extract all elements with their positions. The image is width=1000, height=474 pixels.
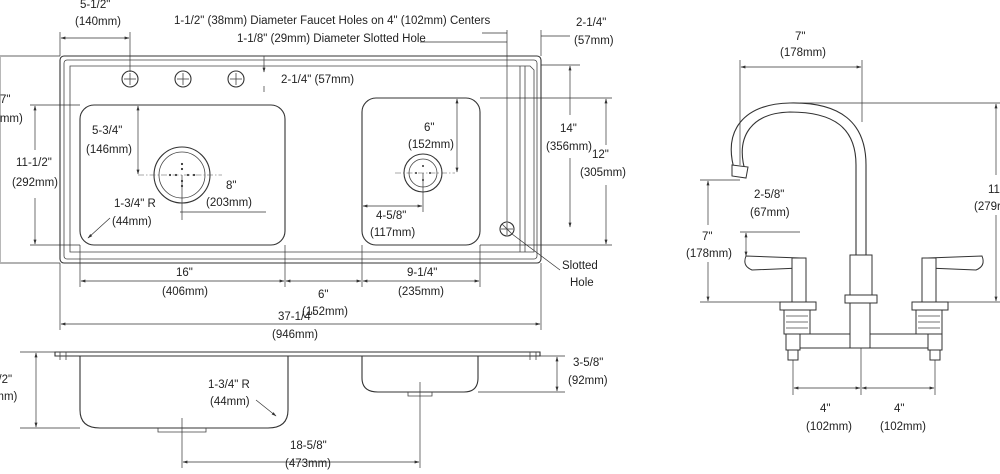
- center-left-mm: (102mm): [806, 421, 852, 433]
- right-drain-edge-dim: 4-5/8": [376, 210, 406, 222]
- front-depth-right-mm: (92mm): [568, 375, 608, 387]
- right-drain-offset-mm: (152mm): [408, 139, 454, 151]
- faucet-hole-right: [227, 70, 245, 88]
- front-radius-dim: 1-3/4" R: [208, 379, 250, 391]
- left-drain-offset-dim: 5-3/4": [92, 125, 122, 137]
- faucet-dimensions: 7" (178mm) 2-5/8" (67mm) 7" (178mm) 11 (…: [686, 31, 1000, 433]
- overall-height-mm: (279r: [974, 201, 1000, 213]
- corner-radius-mm: (44mm): [112, 216, 152, 228]
- bowl-gap-mm: (152mm): [302, 306, 348, 318]
- slotted-callout-1: Slotted: [562, 260, 598, 272]
- left-bowl-profile: [79, 356, 289, 429]
- overall-height-dim: 11: [988, 184, 1000, 196]
- right-edge-mm: (57mm): [574, 35, 614, 47]
- front-depth-left-mm: 5mm): [0, 391, 18, 403]
- handle-height-mm: (67mm): [750, 207, 790, 219]
- left-bowl: [79, 104, 286, 246]
- left-bowl-width-mm: (406mm): [162, 286, 208, 298]
- drain-spacing-mm: (473mm): [285, 458, 331, 470]
- left-bowl-width-dim: 16": [176, 267, 193, 279]
- sink-top-view: [59, 55, 542, 264]
- right-bowl: [361, 97, 481, 246]
- left-bowl-depth-mm: (292mm): [12, 177, 58, 189]
- bowl-gap-dim: 6": [318, 289, 328, 301]
- faucet-drawing: [730, 102, 984, 361]
- front-radius-mm: (44mm): [210, 396, 250, 408]
- faucet-hole-note: 1-1/2" (38mm) Diameter Faucet Holes on 4…: [174, 15, 490, 27]
- spout-height-mm: (178mm): [686, 248, 732, 260]
- slotted-callout-2: Hole: [570, 277, 594, 289]
- center-left-dim: 4": [820, 403, 830, 415]
- sink-front-view: [54, 351, 541, 433]
- overall-width-mm: (946mm): [272, 329, 318, 341]
- left-offset-mm: (140mm): [75, 16, 121, 28]
- right-bowl-inner-dim: 12": [592, 149, 609, 161]
- overall-depth-dim: 7": [0, 94, 10, 106]
- top-view-dimensions: 5-1/2" (140mm) 2-1/4" (57mm) 2-1/4" (57m…: [0, 0, 626, 341]
- front-depth-right-dim: 3-5/8": [573, 357, 603, 369]
- center-right-mm: (102mm): [880, 421, 926, 433]
- right-drain-edge-mm: (117mm): [370, 227, 415, 239]
- right-bowl-width-dim: 9-1/4": [407, 267, 437, 279]
- right-bowl-inner-mm: (305mm): [580, 167, 626, 179]
- spout-reach-mm: (178mm): [780, 47, 826, 59]
- faucet-deck-dim: 2-1/4" (57mm): [281, 74, 354, 86]
- left-offset-dim: 5-1/2": [80, 0, 110, 11]
- faucet-hole-left: [121, 70, 139, 88]
- drain-spacing-dim: 18-5/8": [290, 440, 327, 452]
- slotted-hole-note: 1-1/8" (29mm) Diameter Slotted Hole: [237, 33, 426, 45]
- handle-height-dim: 2-5/8": [754, 189, 784, 201]
- right-edge-dim: 2-1/4": [576, 17, 606, 29]
- right-bowl-profile: [361, 356, 479, 393]
- corner-radius-dim: 1-3/4" R: [114, 198, 156, 210]
- left-handle: [744, 255, 817, 361]
- right-bowl-width-mm: (235mm): [398, 286, 444, 298]
- right-bowl-depth-dim: 14": [560, 123, 577, 135]
- front-depth-left-dim: 1/2": [0, 374, 12, 386]
- front-view-dimensions: 1/2" 5mm) 1-3/4" R (44mm) 3-5/8" (92mm) …: [0, 351, 608, 470]
- spout-reach-dim: 7": [795, 31, 805, 43]
- left-bowl-depth-dim: 11-1/2": [16, 157, 52, 169]
- right-bowl-depth-mm: (356mm): [546, 141, 592, 153]
- left-drain-dia-mm: (203mm): [206, 197, 252, 209]
- overall-depth-mm: (mm): [0, 113, 23, 125]
- center-right-dim: 4": [894, 403, 904, 415]
- faucet-hole-center: [174, 70, 192, 88]
- overall-width-dim: 37-1/4": [278, 311, 315, 323]
- slotted-hole: [499, 221, 515, 237]
- left-drain-offset-mm: (146mm): [86, 144, 132, 156]
- right-drain-offset-dim: 6": [424, 122, 434, 134]
- spout-height-dim: 7": [702, 231, 712, 243]
- left-drain-dia-dim: 8": [226, 180, 236, 192]
